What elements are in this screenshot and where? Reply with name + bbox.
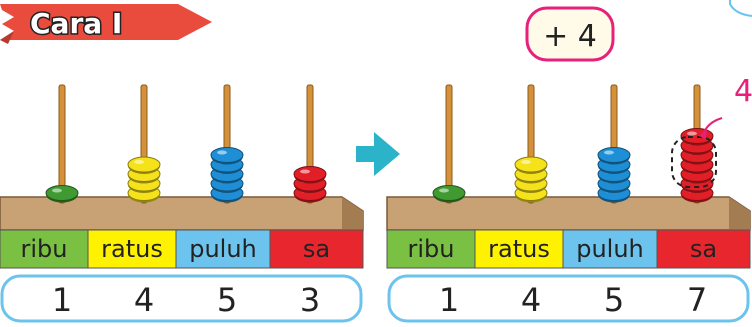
added-beads-annotation: 4	[671, 74, 752, 188]
thought-bubble	[729, 0, 752, 17]
title-text: Cara I	[30, 7, 122, 40]
abacus-bead-ribu	[45, 185, 79, 201]
abacus-bead-sa	[293, 166, 327, 182]
digit-ratus: 4	[521, 281, 541, 319]
place-label-box-sa	[656, 229, 751, 269]
place-label-ribu: ribu	[21, 235, 68, 263]
place-label-box-ribu	[0, 229, 89, 269]
digit-puluh: 5	[604, 281, 624, 319]
digit-ribu: 1	[439, 281, 459, 319]
bead-highlight	[604, 150, 614, 155]
digit-sa: 7	[687, 281, 707, 319]
digits-frame	[387, 274, 750, 323]
abacus-bead-puluh	[597, 147, 631, 163]
place-label-ratus: ratus	[101, 235, 163, 263]
title-banner: Cara I	[0, 4, 212, 44]
digit-puluh: 5	[217, 281, 237, 319]
bead-highlight	[521, 160, 531, 164]
abacus-bead-ratus	[514, 156, 548, 173]
annotation-number: 4	[734, 74, 752, 109]
bead-highlight	[439, 188, 449, 193]
abacus-base-side	[342, 197, 363, 230]
place-label-box-ratus	[474, 229, 564, 269]
digits-frame	[0, 274, 363, 323]
operation-badge: + 4	[525, 6, 615, 62]
place-label-ribu: ribu	[408, 235, 455, 263]
place-label-sa: sa	[303, 235, 330, 263]
abacus-bead-ratus	[127, 156, 161, 173]
place-label-box-puluh	[562, 229, 658, 269]
digit-ratus: 4	[134, 281, 154, 319]
place-label-puluh: puluh	[576, 235, 644, 263]
place-label-sa: sa	[690, 235, 717, 263]
digit-sa: 3	[300, 281, 320, 319]
place-label-box-ribu	[386, 229, 476, 269]
place-label-puluh: puluh	[189, 235, 257, 263]
abacus-rod-ribu	[58, 84, 66, 204]
abacus-base-side	[729, 197, 750, 230]
bead-highlight	[300, 169, 310, 174]
abacus-before: ribu ratus puluh sa 1 4 5 3	[0, 84, 364, 323]
bead-highlight	[217, 150, 227, 155]
bead-highlight	[687, 131, 697, 136]
bead-highlight	[134, 160, 144, 164]
operation-text: + 4	[543, 19, 597, 54]
abacus-bead-puluh	[210, 147, 244, 163]
highlight-box	[671, 136, 717, 188]
abacus-rod-ribu	[445, 84, 453, 204]
transform-arrow	[356, 132, 400, 176]
abacus-after: ribu ratus puluh sa 1 4 5 7	[386, 84, 751, 323]
place-label-ratus: ratus	[488, 235, 550, 263]
place-label-box-sa	[269, 229, 364, 269]
digit-ribu: 1	[52, 281, 72, 319]
place-label-box-ratus	[87, 229, 177, 269]
bead-highlight	[52, 188, 62, 193]
abacus-bead-ribu	[432, 185, 466, 201]
